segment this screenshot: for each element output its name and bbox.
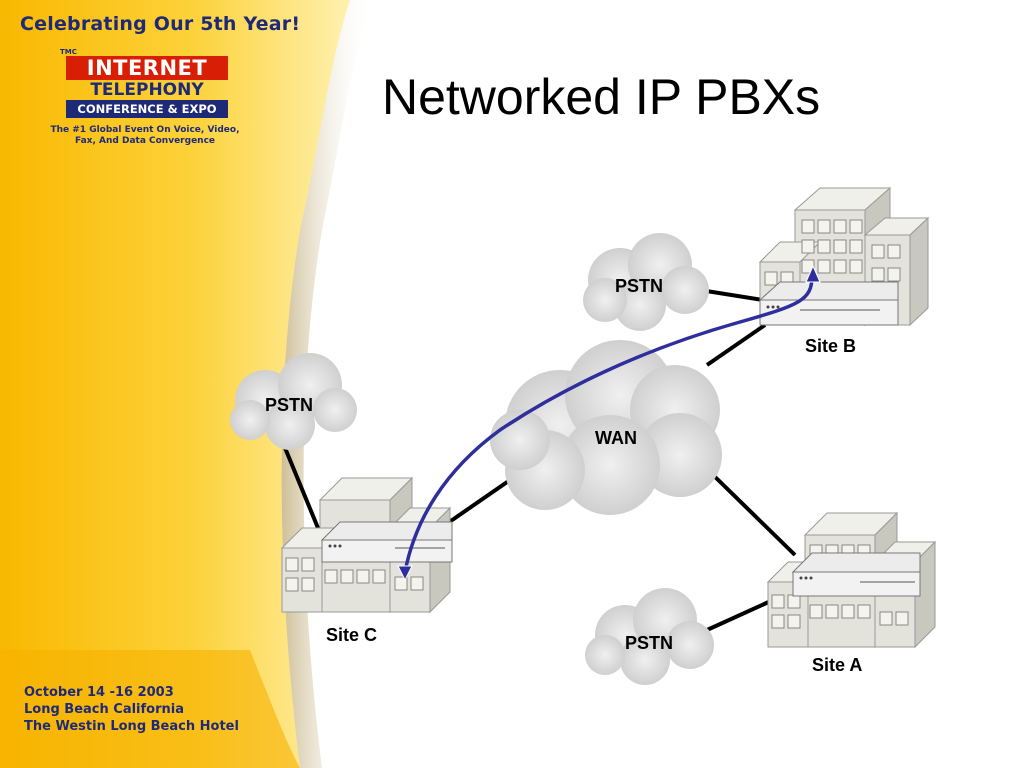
site-a-pbx bbox=[791, 552, 921, 597]
site-a-label: Site A bbox=[812, 655, 862, 675]
link-wan-b bbox=[705, 323, 767, 367]
site-c-label: Site C bbox=[326, 625, 377, 645]
event-dates: October 14 -16 2003 bbox=[24, 685, 174, 700]
conference-logo: TMC INTERNET TELEPHONY CONFERENCE & EXPO bbox=[58, 48, 228, 148]
logo-line-conference: CONFERENCE & EXPO bbox=[66, 100, 228, 118]
pstn-cloud-bottom bbox=[585, 588, 714, 685]
banner-text: Celebrating Our 5th Year! bbox=[20, 13, 301, 35]
site-b-label: Site B bbox=[805, 336, 856, 356]
logo-line-telephony: TELEPHONY bbox=[90, 80, 204, 100]
logo-tmc-text: TMC bbox=[60, 48, 77, 56]
event-info: October 14 -16 2003 Long Beach Californi… bbox=[24, 684, 239, 735]
pstn-label-bottom: PSTN bbox=[625, 633, 673, 653]
logo-line-internet: INTERNET bbox=[66, 56, 228, 80]
pstn-label-top: PSTN bbox=[615, 276, 663, 296]
event-city: Long Beach California bbox=[24, 702, 184, 717]
link-wan-a bbox=[706, 468, 797, 557]
site-b-pbx bbox=[758, 281, 899, 326]
pstn-cloud-left bbox=[230, 353, 357, 450]
tagline-line: The #1 Global Event On Voice, Video, bbox=[50, 125, 240, 135]
tagline-line: Fax, And Data Convergence bbox=[74, 136, 216, 146]
wan-label: WAN bbox=[595, 428, 637, 448]
link-pstn-b bbox=[699, 288, 764, 302]
pstn-cloud-top bbox=[583, 233, 709, 331]
link-wan-c bbox=[443, 478, 512, 527]
slide-title: Networked IP PBXs bbox=[382, 69, 821, 125]
call-path-arrow bbox=[397, 264, 821, 582]
pstn-label-left: PSTN bbox=[265, 395, 313, 415]
tagline: The #1 Global Event On Voice, Video, Fax… bbox=[40, 125, 250, 147]
site-a-building bbox=[766, 511, 937, 649]
site-c-pbx bbox=[320, 521, 453, 563]
event-venue: The Westin Long Beach Hotel bbox=[24, 719, 239, 734]
wan-cloud bbox=[490, 340, 722, 515]
